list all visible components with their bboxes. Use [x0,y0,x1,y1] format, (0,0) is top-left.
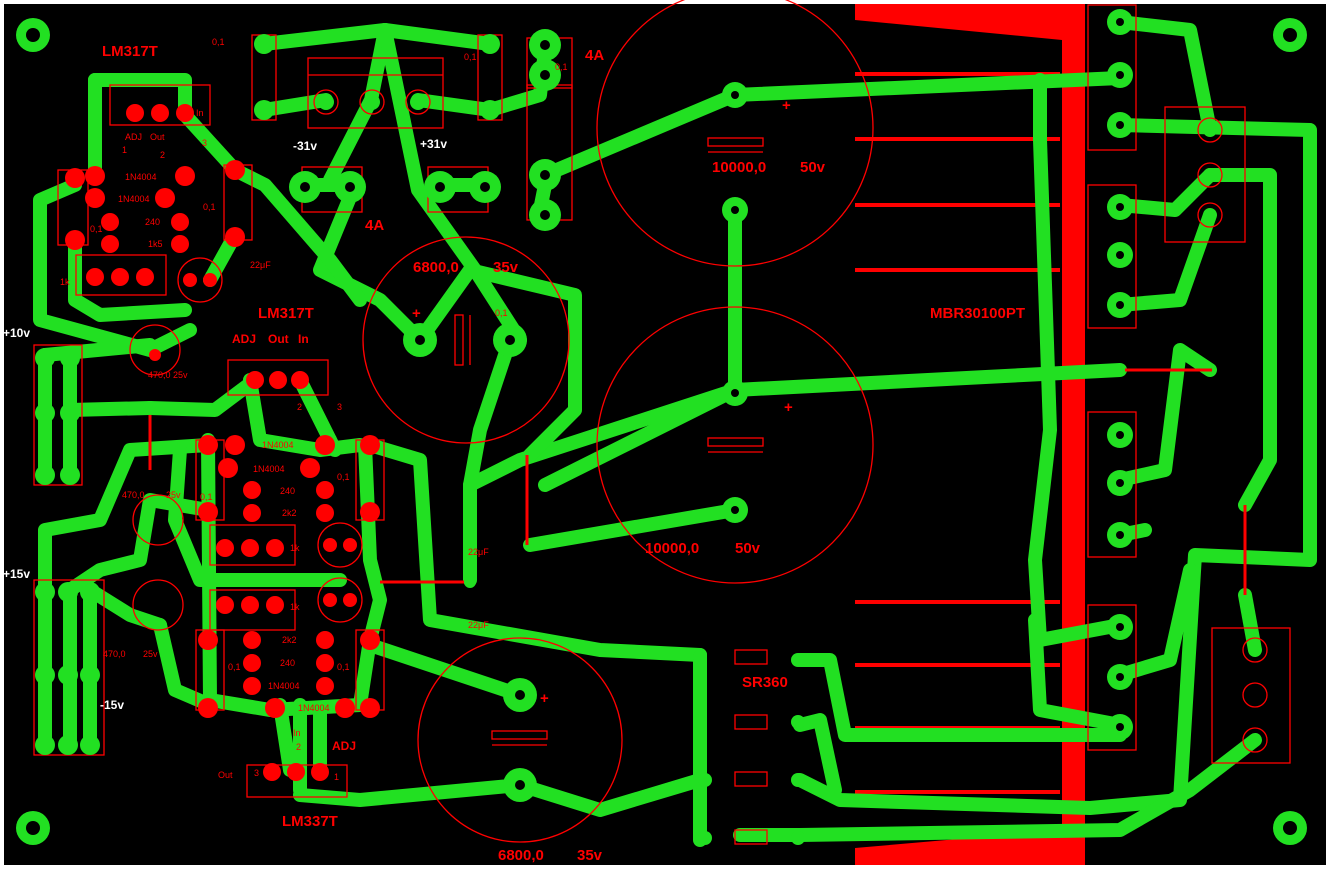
diode-1n4004-f: 1N4004 [298,703,330,713]
pin-3-bottom: 3 [254,768,259,778]
silkscreen [33,0,1291,845]
cap-6800-top-outline [362,236,570,444]
rail-plus15: +15v [3,567,30,581]
res-1k-a: 1k [60,277,70,287]
cap-01-d: 0,1 [90,224,103,234]
res-1k-c: 1k [290,602,300,612]
pin-2-bottom: 2 [296,742,301,752]
rail-minus31: -31v [293,139,317,153]
res-240-c: 240 [280,658,295,668]
cap-10000-top-value: 10000,0 [712,159,766,176]
diode-1n4004-e: 1N4004 [268,681,300,691]
cap-10000-top-volt: 50v [800,159,826,176]
pin-3-top: 3 [202,138,207,148]
cap-01-e: 0,1 [203,202,216,212]
pin-1-bottom: 1 [334,772,339,782]
pads [16,9,1307,845]
pin-out-bottom: Out [218,770,233,780]
pin-out-mid: Out [268,332,289,346]
pin-in-top: In [196,108,204,118]
pin-adj-bottom: ADJ [332,739,356,753]
diode-mbr-label: MBR30100PT [930,305,1025,322]
reg-bottom-label: LM337T [282,813,338,830]
cap-6800-bottom-volt: 35v [577,847,603,864]
cap-10000-bottom-value: 10000,0 [645,540,699,557]
cap-10000-bottom-volt: 50v [735,540,761,557]
res-2k2-a: 2k2 [282,508,297,518]
pin-out-top: Out [150,132,165,142]
pin-3-mid: 3 [337,402,342,412]
cap-6800-bottom-value: 6800,0 [498,847,544,864]
cap-22uf-a: 22μF [250,260,271,270]
pin-adj-top: ADJ [125,132,142,142]
cap-01-b: 0,1 [464,52,477,62]
cap-470-c: 470,0 [103,649,126,659]
cap-22uf-c: 22μF [468,620,489,630]
cap-01-g: 0,1 [337,472,350,482]
cap-6800-bottom-outline [417,637,623,843]
cap-470-b-volt: 25v [166,490,181,500]
pin-in-mid: In [298,332,309,346]
cap-10000-bottom-plus: + [784,399,793,416]
cap-470-b: 470,0 [122,490,145,500]
res-1k-b: 1k [290,543,300,553]
pin-1-top: 1 [122,145,127,155]
rail-plus31: +31v [420,137,447,151]
res-240-b: 240 [280,486,295,496]
cap-6800-top-volt: 35v [493,259,519,276]
rail-minus15: -15v [100,698,124,712]
diode-1n4004-d: 1N4004 [253,464,285,474]
cap-10000-bottom-outline [596,306,874,584]
cap-6800-bottom-plus: + [540,690,549,707]
fuse-upper-label: 4A [585,47,604,64]
diode-sr360-label: SR360 [742,674,788,691]
diode-1n4004-c: 1N4004 [262,440,294,450]
cap-10000-top-plus: + [782,97,791,114]
pin-in-bottom: In [293,728,301,738]
cap-22uf-b: 22μF [468,547,489,557]
cap-01-h: 0,1 [200,492,213,502]
fuse-lower-label: 4A [365,217,384,234]
cap-01-c: 0,1 [555,62,568,72]
reg-mid-label: LM317T [258,305,314,322]
cap-01-f: 0,1 [495,308,508,318]
pin-2-top: 2 [160,150,165,160]
res-240-a: 240 [145,217,160,227]
pin-adj-mid: ADJ [232,332,256,346]
res-1k5: 1k5 [148,239,163,249]
labels: LM317T LM317T LM337T ADJ Out In 1 2 3 AD… [3,37,1025,864]
diode-1n4004-a: 1N4004 [118,194,150,204]
rail-plus10: +10v [3,326,30,340]
res-2k2-b: 2k2 [282,635,297,645]
cap-470-c-volt: 25v [143,649,158,659]
jumper-wires [148,368,1247,595]
cap-6800-top-value: 6800,0 [413,259,459,276]
diode-1n4004-b: 1N4004 [125,172,157,182]
cap-10000-top-outline [596,0,874,267]
cap-01-i: 0,1 [228,662,241,672]
cap-6800-top-plus: + [412,305,421,322]
cap-01-j: 0,1 [337,662,350,672]
pin-2-mid: 2 [297,402,302,412]
cap-470-a: 470,0 25v [148,370,188,380]
cap-01-a: 0,1 [212,37,225,47]
reg-top-label: LM317T [102,43,158,60]
